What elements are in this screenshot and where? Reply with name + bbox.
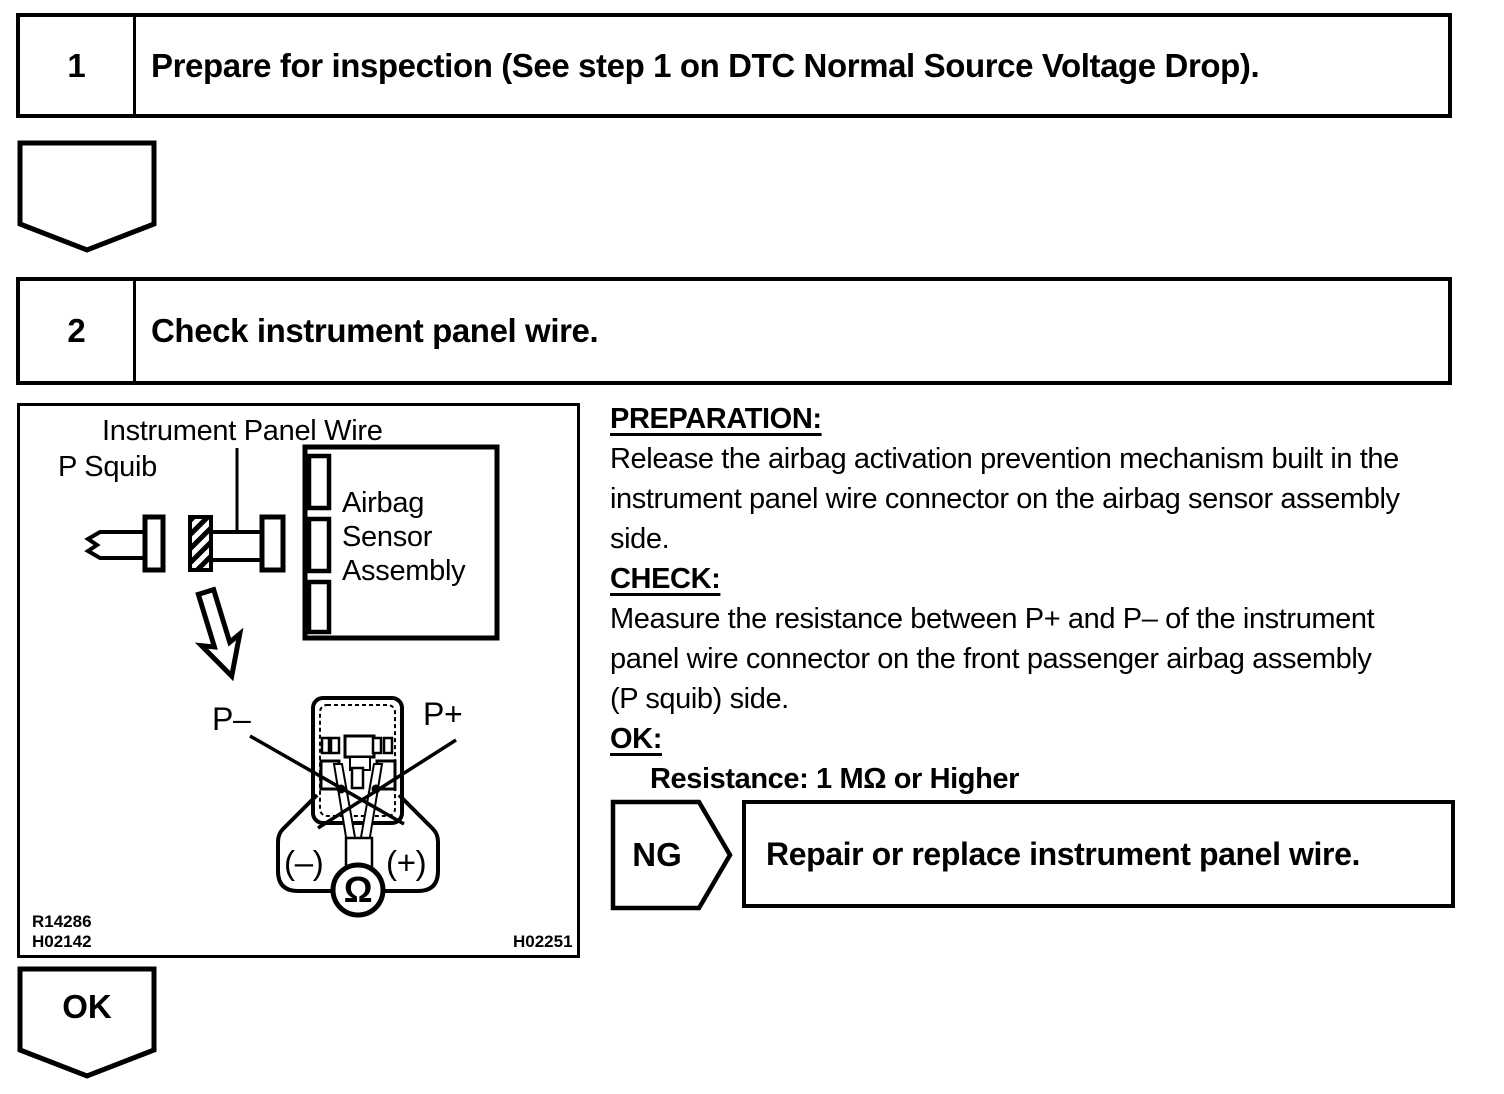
flow-arrow-shape (17, 140, 157, 253)
flow-arrow-down-icon (17, 140, 157, 253)
step-2-number: 2 (20, 281, 136, 381)
ok-label: OK (62, 988, 112, 1025)
squib-connector-block (142, 514, 166, 573)
terminal-a (320, 736, 331, 755)
label-p-minus: P– (212, 701, 251, 737)
p-minus-leader-line (249, 734, 405, 826)
step-2-title: Check instrument panel wire. (151, 312, 599, 349)
label-p-squib: P Squib (58, 451, 157, 483)
step-1-number: 1 (20, 17, 136, 114)
terminal-d (382, 736, 394, 755)
figure-code-3: H02251 (513, 932, 573, 951)
step-1-title: Prepare for inspection (See step 1 on DT… (151, 46, 1260, 84)
wire-connector-block (259, 514, 286, 573)
label-p-plus: P+ (423, 696, 463, 732)
figure-code-2: H02142 (32, 932, 92, 951)
zoom-arrow-icon (194, 586, 244, 682)
airbag-sensor-assembly-box (302, 444, 500, 641)
preparation-heading: PREPARATION: (610, 403, 822, 435)
label-instrument-panel-wire: Instrument Panel Wire (102, 415, 383, 447)
ng-arrow-shape (610, 799, 733, 911)
terminal-b (329, 736, 341, 755)
terminal-c (371, 736, 383, 755)
p-plus-leader-line (317, 738, 457, 830)
terminal-g (350, 766, 365, 790)
check-heading: CHECK: (610, 563, 721, 595)
resistance-spec: Resistance: 1 MΩ or Higher (650, 763, 1020, 795)
ng-arrow-icon (610, 799, 733, 911)
ok-flow-arrow-icon (17, 966, 157, 1079)
figure-code-1: R14286 (32, 912, 92, 931)
label-airbag-sensor-assembly: Airbag Sensor Assembly (342, 487, 466, 587)
wire-bar (209, 530, 264, 562)
label-ohm-symbol: Ω (343, 869, 373, 910)
sensor-terminal-3 (306, 579, 332, 635)
ohm-gauge-circle (330, 862, 386, 918)
ng-label: NG (632, 836, 682, 873)
hatched-connector-block (188, 515, 213, 572)
label-probe-plus: (+) (386, 844, 427, 881)
step-1-box: 1 Prepare for inspection (See step 1 on … (16, 13, 1452, 118)
step-2-box: 2 Check instrument panel wire. (16, 277, 1452, 385)
ok-flow-arrow-shape (17, 966, 157, 1079)
connector-top-slot (343, 734, 376, 759)
sensor-terminal-2 (306, 516, 332, 574)
label-probe-minus: (–) (284, 844, 324, 881)
check-body: Measure the resistance between P+ and P–… (610, 603, 1375, 715)
sensor-terminal-1 (306, 453, 332, 511)
instruction-text-column: PREPARATION: Release the airbag activati… (610, 399, 1495, 799)
ok-heading: OK: (610, 723, 662, 755)
preparation-body: Release the airbag activation prevention… (610, 443, 1400, 555)
wiring-diagram-illustration (84, 444, 500, 918)
ng-action-box: Repair or replace instrument panel wire. (742, 800, 1455, 908)
squib-plug-shape (84, 530, 147, 560)
